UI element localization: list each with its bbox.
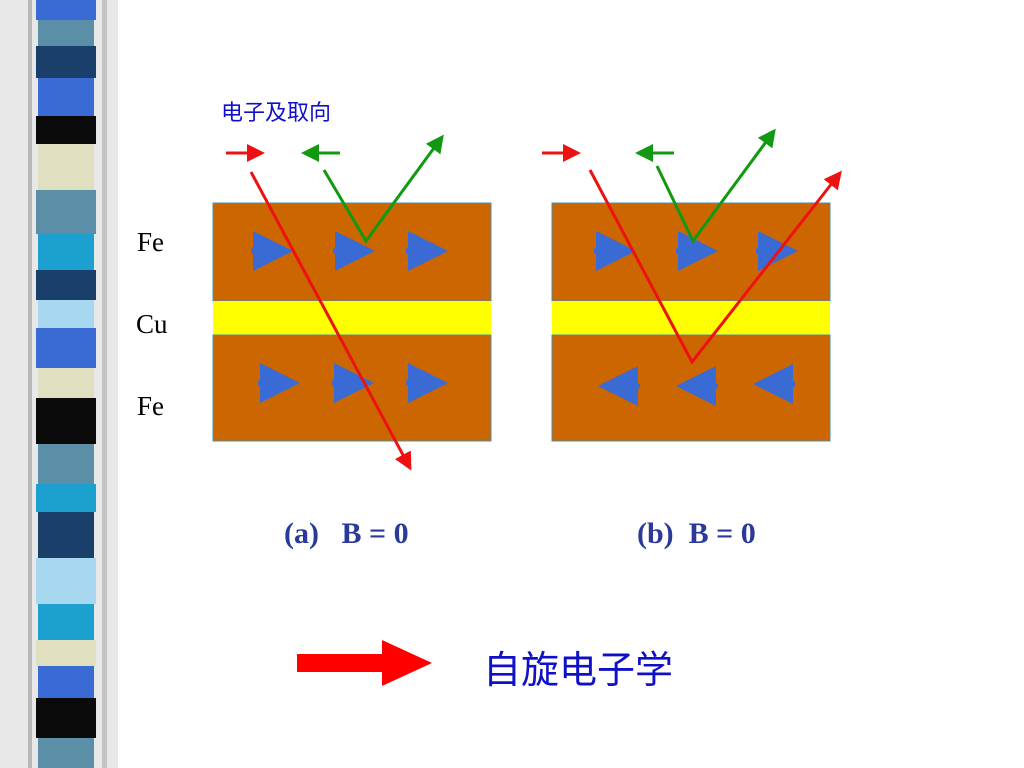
layer-label-middle: Cu bbox=[136, 309, 168, 339]
cu-layer-a bbox=[213, 301, 491, 335]
layer-label-top: Fe bbox=[137, 227, 164, 257]
cu-layer-b bbox=[552, 301, 830, 335]
caption-b: (b) B = 0 bbox=[637, 517, 756, 550]
green-electron-path-a bbox=[322, 134, 444, 244]
spin-arrows-a bbox=[251, 231, 448, 403]
decorative-stripe-bar bbox=[0, 0, 118, 768]
green-electron-path-b bbox=[655, 128, 776, 244]
layer-label-bottom: Fe bbox=[137, 391, 164, 421]
panel-b bbox=[551, 128, 842, 442]
spintronics-pointer-arrow bbox=[297, 640, 432, 686]
caption-a: (a) B = 0 bbox=[284, 517, 409, 550]
panel-a bbox=[212, 134, 492, 471]
legend-title: 电子及取向 bbox=[221, 101, 332, 126]
red-electron-path-a bbox=[249, 171, 412, 471]
fe-bottom-layer-a bbox=[212, 334, 492, 442]
red-electron-path-b bbox=[588, 169, 842, 365]
spin-arrows-b bbox=[594, 231, 798, 406]
footer-title: 自旋电子学 bbox=[483, 648, 674, 692]
